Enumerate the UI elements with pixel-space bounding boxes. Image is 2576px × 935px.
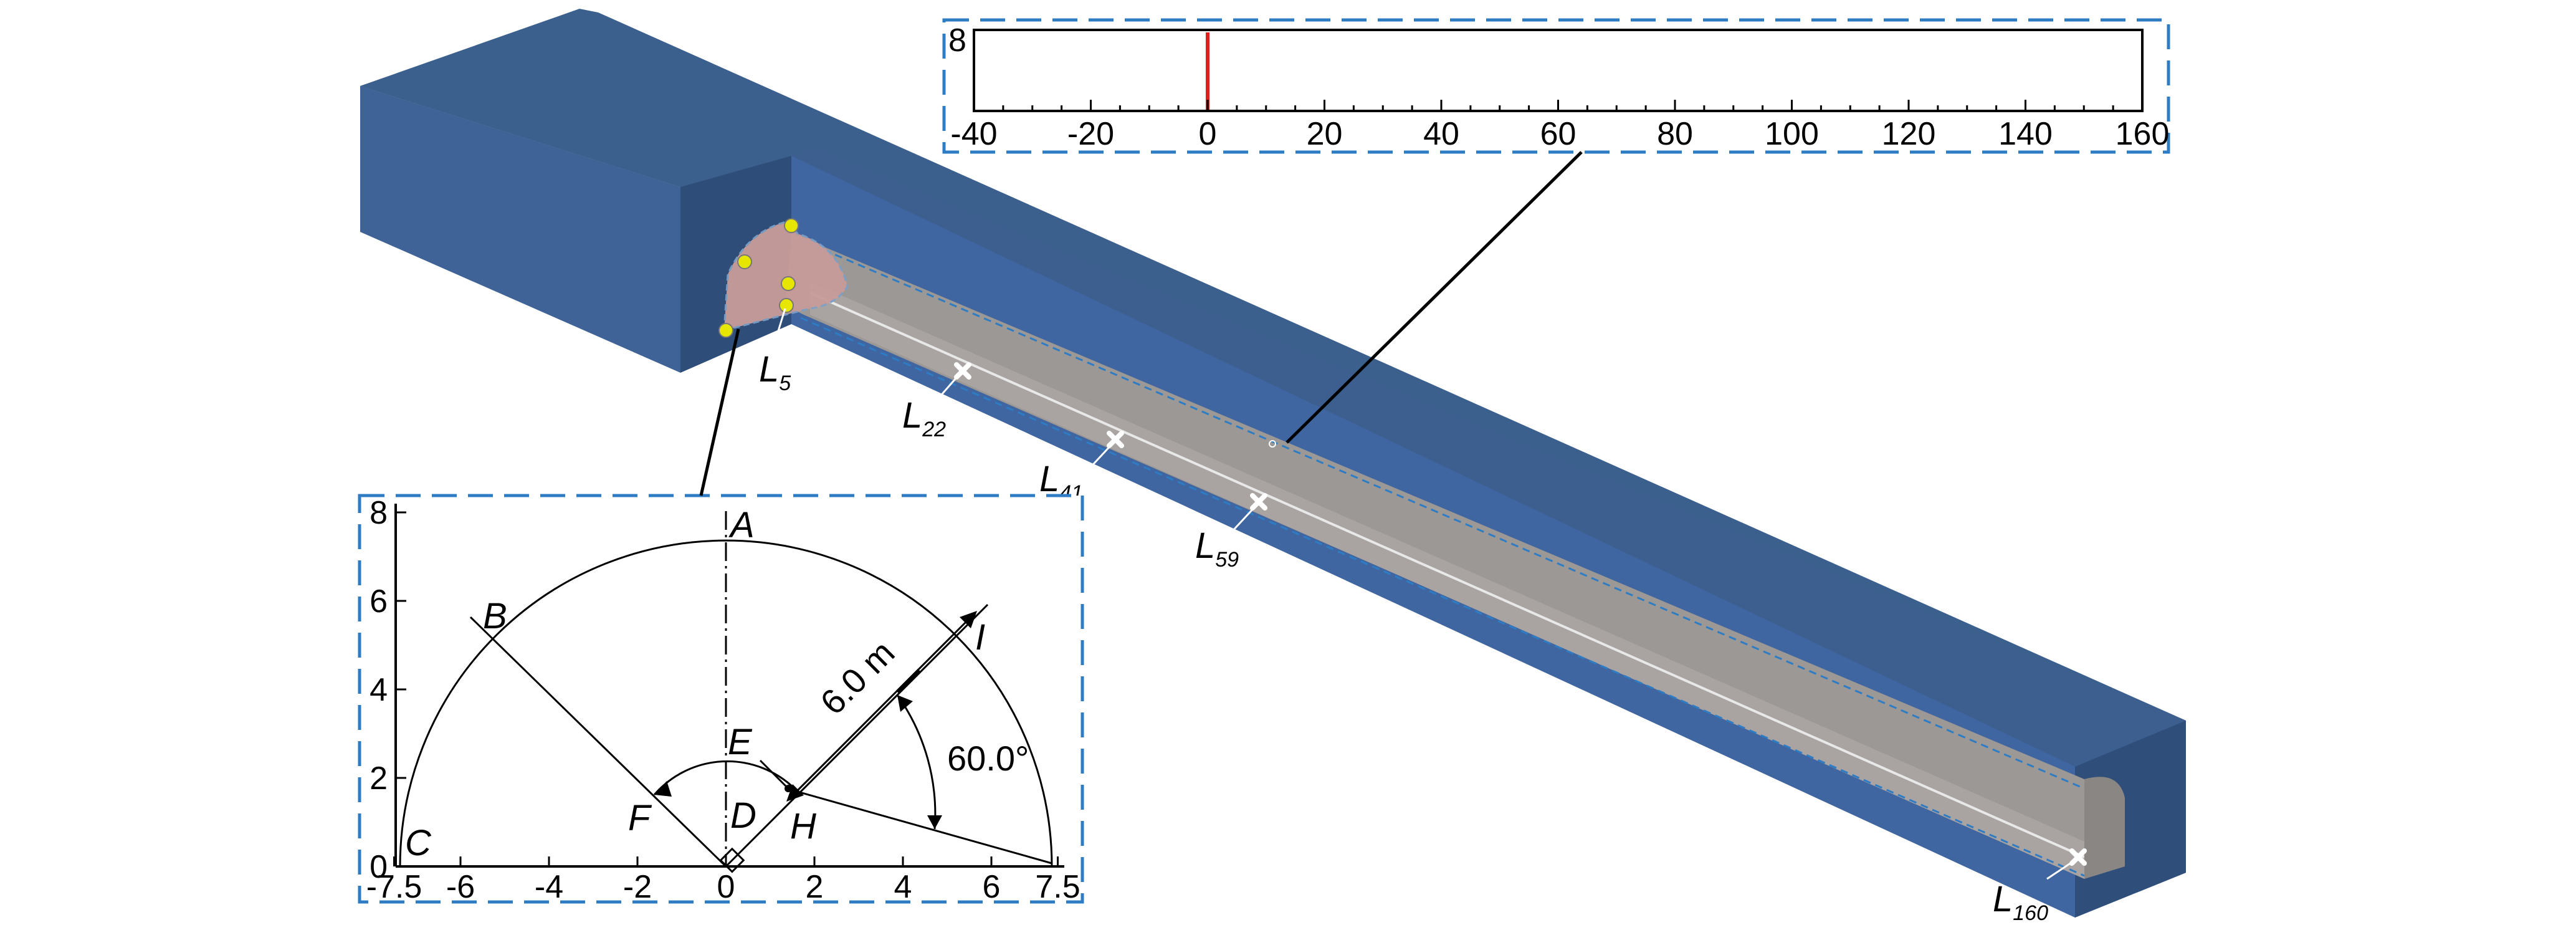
cs-dim-line [790, 615, 973, 798]
far-portal [2084, 777, 2125, 879]
cs-e-leader [759, 759, 788, 788]
axis-x-tick-label: 160 [2116, 116, 2170, 152]
axis-inset: 8 -40 -20 0 20 40 60 80 100 120 140 160 [942, 18, 2170, 154]
axis-x-tick-label: 60 [1540, 116, 1577, 152]
axis-x-tick-label: 20 [1307, 116, 1343, 152]
tunnel-model [360, 9, 2186, 918]
axis-link-point [1269, 440, 1276, 448]
cs-point-h [785, 785, 792, 792]
cs-x-tick-label: 2 [806, 869, 824, 905]
cs-line-h-base [786, 787, 1052, 865]
cs-line-db [469, 616, 727, 868]
near-section-monitor-points [718, 218, 799, 338]
monitor-point [779, 298, 794, 313]
tunnel-floor [810, 284, 2084, 879]
cs-x-tick-label: -7.5 [366, 869, 422, 905]
axis-x-tick-label: 0 [1199, 116, 1217, 152]
cs-dim-arrow-lower [786, 784, 804, 802]
cs-dim-tick [895, 668, 921, 694]
monitor-point [781, 276, 796, 291]
cs-y-ticks: 0 2 4 6 8 [370, 495, 406, 885]
cs-label-i: I [975, 617, 985, 658]
cs-y-tick-label: 0 [370, 849, 388, 885]
cs-semicircle [399, 539, 1053, 867]
axis-x-tick-label: 80 [1657, 116, 1693, 152]
cs-angle-arc-f [653, 760, 796, 795]
label-l59: L59 [1195, 525, 1239, 572]
cs-y-tick-label: 6 [370, 583, 388, 620]
cs-label-h: H [790, 806, 816, 846]
cs-y-tick-label: 2 [370, 760, 388, 797]
monitor-point [784, 218, 799, 233]
axis-x-ticks: -40 -20 0 20 40 60 80 100 120 140 160 [950, 100, 2169, 152]
cs-arrow-60-bottom [927, 815, 942, 829]
cs-dim-arrow-upper [960, 611, 977, 628]
cross-section-connector [699, 328, 740, 496]
cs-label-c: C [405, 823, 432, 863]
monitor-point [718, 323, 733, 338]
cross-section-frame [358, 494, 1084, 904]
tunnel-crown-line [809, 292, 2085, 858]
cs-label-e: E [728, 722, 753, 762]
axis-x-tick-label: -40 [950, 116, 997, 152]
cs-right-angle [719, 847, 745, 873]
rock-block-left-face [360, 86, 680, 373]
cs-x-tick-label: 4 [894, 869, 912, 905]
tunnel-dash-outline-bottom [800, 317, 2085, 877]
cs-label-d: D [730, 795, 756, 836]
near-cross-section [723, 220, 849, 332]
cs-line-di [725, 603, 989, 868]
axis-x-tick-label: 140 [1998, 116, 2053, 152]
axis-y-tick: 8 [948, 22, 966, 59]
axis-x-tick-label: 100 [1765, 116, 1819, 152]
rock-block-long-top [791, 148, 2186, 767]
cs-x-tick-label: 0 [717, 869, 735, 905]
cs-angle-arc-60 [896, 694, 937, 830]
axis-x-tick-label: 40 [1423, 116, 1459, 152]
axis-x-tick-label: -20 [1067, 116, 1114, 152]
section-labels: L5 L22 L41 L59 L160 [759, 349, 2048, 925]
cs-x-tick-label: -4 [535, 869, 563, 905]
label-l160: L160 [1993, 879, 2048, 925]
cs-x-tick-label: 7.5 [1035, 869, 1080, 905]
cs-y-tick-label: 8 [370, 495, 388, 531]
label-l5: L5 [759, 349, 791, 395]
cs-label-a: A [728, 505, 755, 545]
cs-y-tick-label: 4 [370, 672, 388, 708]
label-l22: L22 [902, 395, 946, 441]
tunnel-dash-outline-top [800, 239, 2085, 790]
label-leaders [771, 308, 2076, 880]
cs-arrow-60-top [897, 695, 913, 712]
cs-x-tick-label: -6 [446, 869, 475, 905]
cs-label-f: F [628, 798, 652, 838]
cs-label-b: B [483, 596, 507, 636]
cs-x-tick-label: -2 [623, 869, 652, 905]
cs-arrow-f [654, 781, 672, 797]
axis-inset-plot [973, 29, 2144, 112]
monitor-point [737, 254, 752, 269]
cs-x-tick-label: 6 [983, 869, 1001, 905]
cs-angle-label: 60.0° [947, 739, 1029, 778]
axis-inset-connector [1286, 151, 1583, 444]
axis-x-tick-label: 120 [1882, 116, 1936, 152]
